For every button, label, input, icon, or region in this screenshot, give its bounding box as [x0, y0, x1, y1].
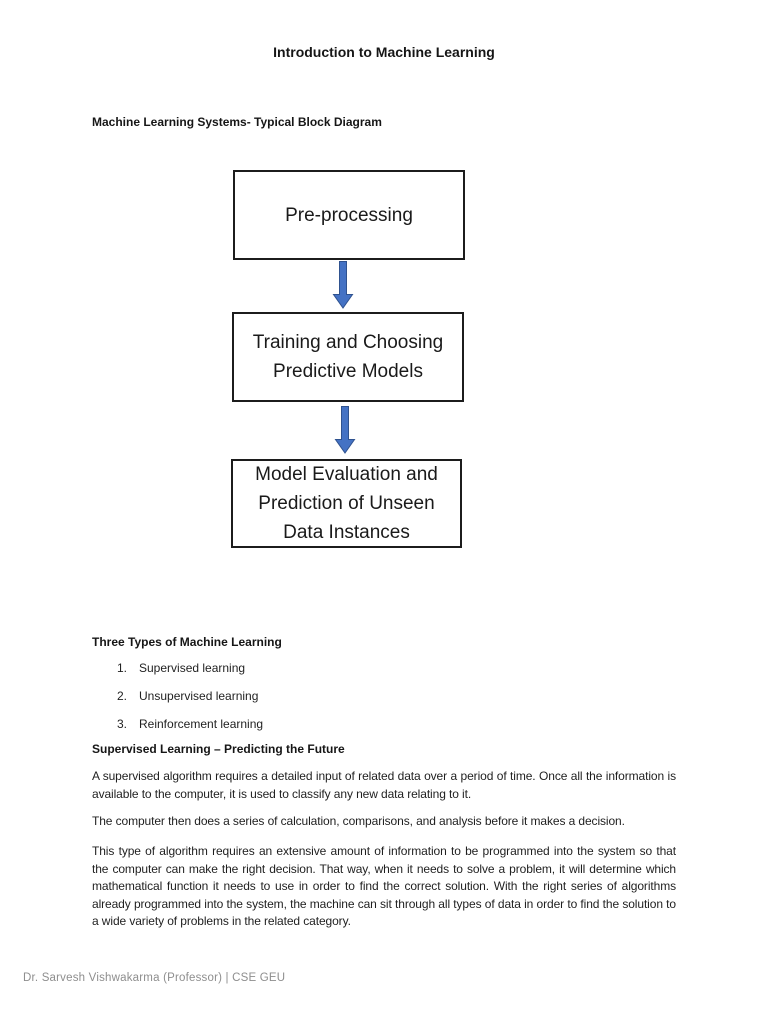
paragraph-supervised-2: The computer then does a series of calcu… — [92, 814, 625, 828]
diagram-box-line: Training and Choosing — [252, 332, 444, 353]
list-item-label: Supervised learning — [139, 661, 246, 675]
down-arrow-icon — [332, 261, 354, 309]
diagram-box-preprocessing: Pre-processing — [233, 170, 465, 260]
diagram-box-evaluation: Model Evaluation and Prediction of Unsee… — [231, 459, 462, 548]
section-heading-block-diagram: Machine Learning Systems- Typical Block … — [92, 115, 382, 129]
footer-text: Dr. Sarvesh Vishwakarma (Professor) | CS… — [23, 972, 286, 984]
list-item: 1. Supervised learning — [92, 660, 263, 688]
list-item-number: 2. — [117, 689, 128, 703]
section-heading-three-types: Three Types of Machine Learning — [92, 635, 282, 649]
diagram-box-line: Predictive Models — [273, 361, 423, 382]
arrow-shape — [332, 261, 354, 309]
diagram-box-training: Training and Choosing Predictive Models — [232, 312, 464, 402]
paragraph-supervised-1: A supervised algorithm requires a detail… — [92, 769, 676, 801]
arrow-shape — [334, 406, 356, 454]
diagram-box-line: Data Instances — [283, 522, 410, 543]
paragraph-supervised-3: This type of algorithm requires an exten… — [92, 844, 676, 929]
section-heading-supervised-learning: Supervised Learning – Predicting the Fut… — [92, 742, 345, 756]
list-item: 2. Unsupervised learning — [92, 688, 263, 716]
page-title: Introduction to Machine Learning — [273, 44, 495, 60]
list-item-number: 3. — [117, 717, 128, 731]
diagram-box-line: Pre-processing — [285, 204, 413, 226]
list-item-label: Unsupervised learning — [139, 689, 259, 703]
down-arrow-icon — [334, 406, 356, 454]
list-item: 3. Reinforcement learning — [92, 716, 263, 744]
diagram-box-line: Prediction of Unseen — [258, 493, 435, 514]
list-item-label: Reinforcement learning — [139, 717, 264, 731]
diagram-box-line: Model Evaluation and — [255, 464, 438, 485]
list-item-number: 1. — [117, 661, 128, 675]
ml-types-list: 1. Supervised learning 2. Unsupervised l… — [92, 660, 263, 744]
